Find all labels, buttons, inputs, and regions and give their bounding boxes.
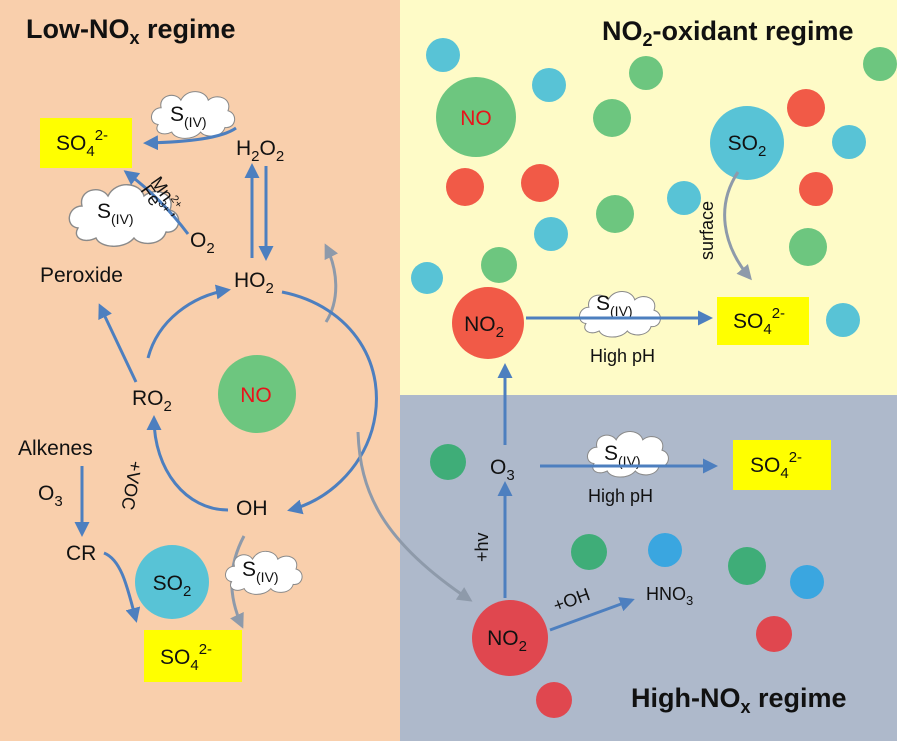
siv-label-no2: S(IV) [596,292,633,319]
so4-label-no2: SO42- [733,305,785,338]
so2-circle-bottom [135,545,209,619]
so4-label-low-top: SO42- [56,127,108,160]
gray-arrow-to-no2 [356,431,473,602]
h2o2-label: H2O2 [236,137,284,165]
so4-label-high: SO42- [750,449,802,482]
ro2-to-peroxide-arrow [98,303,138,383]
o3-label-high: O3 [490,456,515,484]
so2-circle-top [710,106,784,180]
alkenes-label: Alkenes [18,437,93,460]
ro2-label: RO2 [132,387,172,415]
oh-to-ro2-arc [146,415,229,512]
hno3-label: HNO3 [646,584,693,608]
so2-label-bottom: SO2 [153,572,192,600]
oh-label: OH [236,497,268,520]
no2-label-bottom: NO2 [487,627,527,655]
high-nox-title: High-NOx regime [631,683,847,717]
ro2-to-ho2-arc [146,284,231,359]
no-circle-top [436,77,516,157]
surface-arrow [723,171,752,281]
no2-to-hno3-arrow [549,597,635,632]
no2-label-mid: NO2 [464,313,504,341]
peroxide-label: Peroxide [40,264,123,287]
o2-to-so4-arrow [123,170,190,235]
no2-circle-bottom [472,600,548,676]
ho2-to-oh-arc [281,290,378,515]
no-label-center: NO [240,384,272,407]
so4-box-no2 [717,297,809,345]
siv-label-h2o2: S(IV) [170,103,207,130]
so4-label-low-bottom: SO42- [160,641,212,674]
o3-label-low: O3 [38,482,63,510]
no2-regime-dots [411,38,897,337]
so2-label-top: SO2 [728,132,767,160]
low-nox-title: Low-NOx regime [26,14,236,48]
high-ph-label-top: High pH [590,346,655,366]
high-regime-dots [430,444,824,718]
hv-label: +hv [472,532,492,562]
so4-box-low-bottom [144,630,242,682]
no-label-top: NO [460,107,492,130]
o2-label: O2 [190,229,215,257]
so4-box-high [733,440,831,490]
cr-to-so4-arrow [103,551,141,623]
ho2-label: HO2 [234,269,274,297]
gray-arrow-up [324,243,339,323]
cr-label: CR [66,542,96,565]
no2-oxidant-title: NO2-oxidant regime [602,16,854,50]
high-ph-label-bottom: High pH [588,486,653,506]
so4-box-low-top [40,118,132,168]
no2-circle-mid [452,287,524,359]
no-circle-center [218,355,296,433]
siv-label-oh: S(IV) [242,558,279,585]
h2o2-to-so4-arrow [143,126,237,151]
surface-label: surface [697,201,717,260]
siv-label-o2: S(IV) [97,200,134,227]
